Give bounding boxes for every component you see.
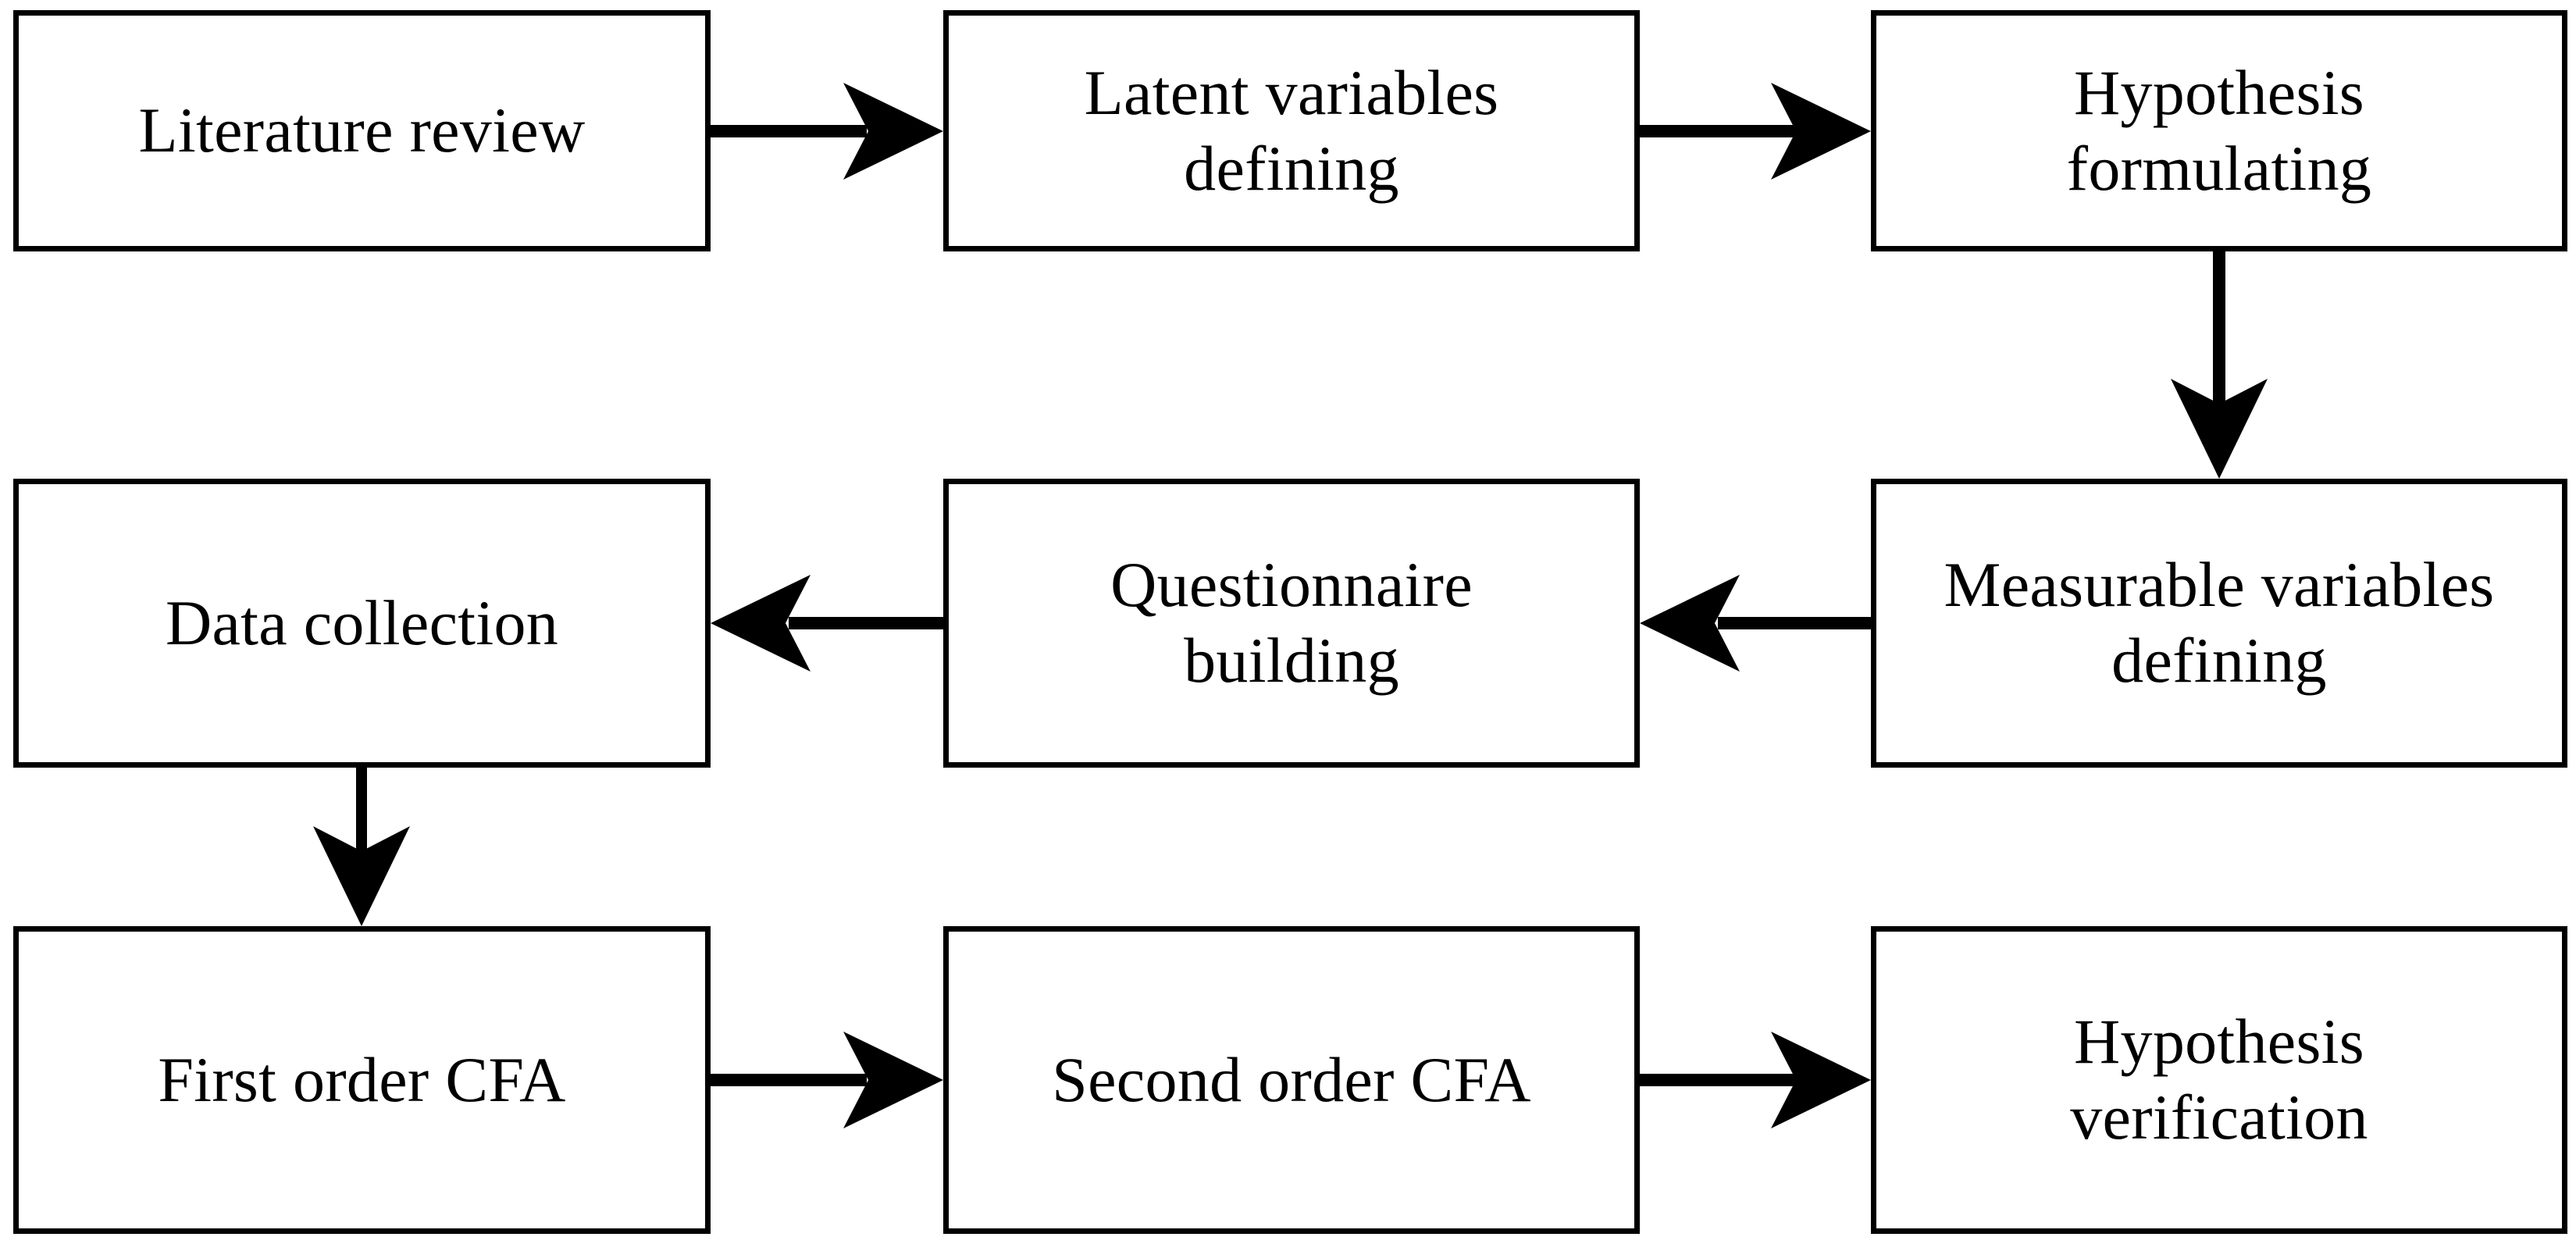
edge-secondcfa-to-verification	[1640, 1032, 1871, 1128]
node-first-order-cfa[interactable]: First order CFA	[13, 926, 711, 1234]
node-label-second-order-cfa: Second order CFA	[1052, 1043, 1531, 1115]
node-label-literature-review: Literature review	[138, 94, 586, 166]
node-latent-variables-defining[interactable]: Latent variables defining	[943, 10, 1640, 251]
node-label-questionnaire-building: Questionnaire building	[1110, 549, 1473, 696]
node-hypothesis-verification[interactable]: Hypothesis verification	[1871, 926, 2567, 1234]
edge-literature-to-latent	[711, 83, 943, 180]
edge-data-to-firstcfa	[313, 768, 410, 926]
edge-firstcfa-to-secondcfa	[711, 1032, 943, 1128]
node-label-measurable-variables-defining: Measurable variables defining	[1944, 549, 2495, 696]
node-measurable-variables-defining[interactable]: Measurable variables defining	[1871, 479, 2567, 768]
edge-hypothesis-to-measurable	[2171, 251, 2268, 479]
node-questionnaire-building[interactable]: Questionnaire building	[943, 479, 1640, 768]
node-label-hypothesis-verification: Hypothesis verification	[2070, 1006, 2368, 1153]
node-hypothesis-formulating[interactable]: Hypothesis formulating	[1871, 10, 2567, 251]
node-label-latent-variables-defining: Latent variables defining	[1084, 56, 1499, 204]
node-literature-review[interactable]: Literature review	[13, 10, 711, 251]
node-data-collection[interactable]: Data collection	[13, 479, 711, 768]
edge-latent-to-hypothesis	[1640, 83, 1871, 180]
edge-questionnaire-to-data	[711, 575, 943, 672]
edge-measurable-to-questionnaire	[1640, 575, 1871, 672]
node-label-first-order-cfa: First order CFA	[158, 1043, 566, 1115]
node-label-data-collection: Data collection	[165, 586, 559, 658]
node-second-order-cfa[interactable]: Second order CFA	[943, 926, 1640, 1234]
node-label-hypothesis-formulating: Hypothesis formulating	[2066, 56, 2372, 204]
